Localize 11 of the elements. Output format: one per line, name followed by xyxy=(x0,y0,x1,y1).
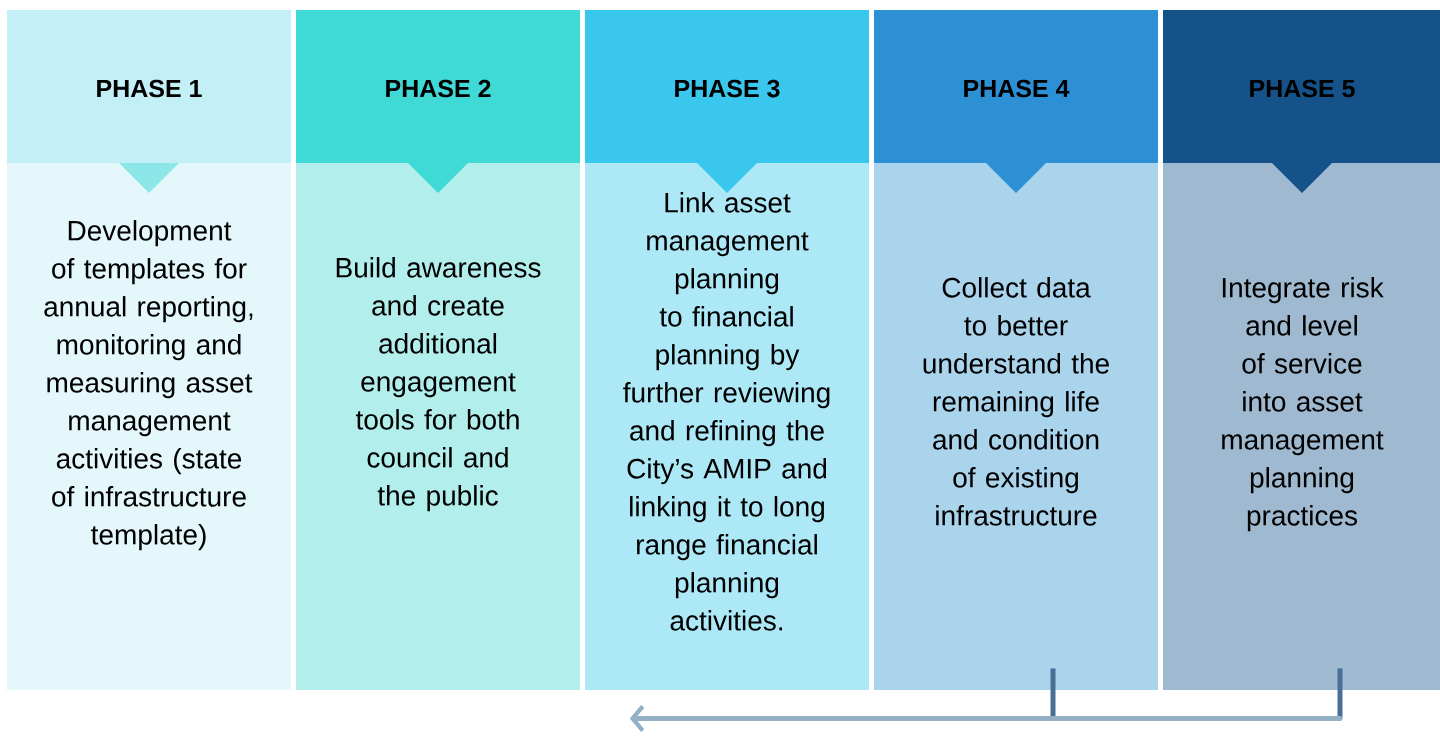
phase-column: PHASE 5 Integrate risk and level of service into asset management planning practices xyxy=(1163,10,1440,690)
node-label: PHASE 3 xyxy=(675,79,780,98)
bracket-arrow xyxy=(630,668,1343,732)
node-label: PHASE 1 xyxy=(97,79,202,98)
phase-column: PHASE 1 Development of templates for annual reporting, monitoring and measuring asset management activities (state of infrastructure template) xyxy=(7,10,291,690)
node-label: PHASE 2 xyxy=(386,79,491,98)
phase-column: PHASE 4 Collect data to better understand the remaining life and condition of existing infrastructure xyxy=(874,10,1158,690)
phase-column: PHASE 2 Build awareness and create additional engagement tools for both council and the public xyxy=(296,10,580,690)
node-label: PHASE 4 xyxy=(964,79,1070,98)
phase-column: PHASE 3 Link asset management planning to financial planning by further reviewing and refining the City’s AMIP and linking it to long range financial planning activities. xyxy=(585,10,869,690)
node-label: PHASE 5 xyxy=(1250,79,1355,98)
